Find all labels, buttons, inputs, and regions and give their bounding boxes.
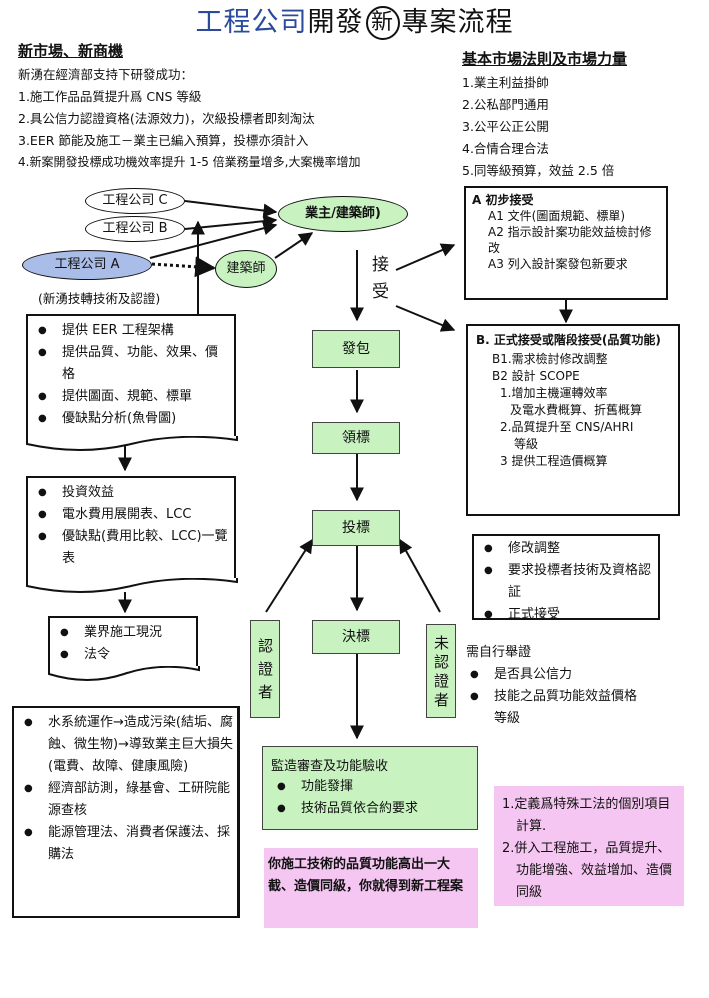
right-item: 3.公平公正公開: [462, 119, 549, 134]
company-a-note: (新湧技轉技術及認證): [38, 291, 161, 306]
left-item: 1.施工作品品質提升爲 CNS 等級: [18, 89, 202, 104]
revise-item: 正式接受: [484, 604, 654, 626]
doc1-item: 提供圖面、規範、標單: [38, 386, 230, 408]
left-item: 4.新案開發投標成功機效率提升 1-5 倍業務量增多,大案機率增加: [18, 155, 361, 169]
doc2-item: 電水費用展開表、LCC: [38, 504, 230, 526]
arrow-architect-to-owner: [274, 232, 314, 259]
doc2-item: 優缺點(費用比較、LCC)一覽表: [38, 526, 230, 570]
box-a-item: A3 列入設計案發包新要求: [488, 257, 628, 271]
box-a-item: A2 指示設計案功能效益檢討修改: [488, 225, 652, 255]
doc3-item: 業界施工現況: [60, 622, 192, 644]
uncertified-box: 未認證者: [426, 624, 456, 718]
left-box-4: 水系統運作→造成污染(結垢、腐蝕、微生物)→導致業主巨大損失(電費、故障、健康風…: [12, 706, 240, 918]
box-b-line: 3 提供工程造價概算: [500, 454, 608, 468]
doc1-wave: [26, 436, 238, 451]
company-c-node: 工程公司 C: [85, 188, 185, 214]
box-b-line: B2 設計 SCOPE: [492, 369, 580, 383]
right-heading: 基本市場法則及市場力量: [462, 50, 628, 68]
revise-item: 要求投標者技術及資格認証: [484, 560, 654, 604]
box4-item: 經濟部訪測，綠基會、工研院能源查核: [24, 778, 233, 822]
doc2-wave: [26, 578, 238, 593]
circled-character: 新: [365, 6, 400, 40]
arrow-c-to-owner: [184, 200, 278, 218]
owner-node: 業主/建築師): [278, 196, 408, 232]
doc3-item: 法令: [60, 644, 192, 666]
supervision-title: 監造審查及功能驗收: [271, 759, 389, 774]
left-doc-2: 投資效益 電水費用展開表、LCC 優缺點(費用比較、LCC)一覽表: [26, 476, 236, 580]
architect-node: 建築師: [215, 250, 277, 288]
conclusion-box: 你施工技術的品質功能高出一大截、造價同級，你就得到新工程案: [264, 848, 478, 928]
left-doc-3: 業界施工現況 法令: [48, 616, 198, 668]
right-item: 2.公私部門通用: [462, 97, 549, 112]
box-b-title: B. 正式接受或階段接受(品質功能): [476, 333, 661, 347]
revise-item: 修改調整: [484, 538, 654, 560]
flow-step-bid: 投標: [312, 510, 400, 546]
self-cert-item: 技能之品質功能效益價格等級: [470, 686, 644, 730]
flow-step-tender: 發包: [312, 330, 400, 368]
doc1-item: 優缺點分析(魚骨圖): [38, 408, 230, 430]
arrow-a-to-owner: [149, 221, 278, 259]
revise-box: 修改調整 要求投標者技術及資格認証 正式接受: [472, 534, 660, 626]
flow-step-receive-tender: 領標: [312, 422, 400, 454]
doc1-item: 提供品質、功能、效果、價格: [38, 342, 230, 386]
box-b-formal-acceptance: B. 正式接受或階段接受(品質功能) B1.需求檢討修改調整 B2 設計 SCO…: [466, 324, 680, 516]
special-method-box: 1.定義爲特殊工法的個別項目計算. 2.併入工程施工，品質提升、功能增強、效益增…: [494, 786, 684, 906]
doc1-item: 提供 EER 工程架構: [38, 320, 230, 342]
page-title: 工程公司開發新專案流程: [195, 6, 514, 40]
doc3-wave: [48, 666, 200, 681]
supervision-box: 監造審查及功能驗收 功能發揮 技術品質依合約要求: [262, 746, 478, 830]
right-item: 4.合情合理合法: [462, 141, 549, 156]
box4-item: 能源管理法、消費者保護法、採購法: [24, 822, 233, 866]
supervision-item: 技術品質依合約要求: [277, 798, 469, 820]
doc2-item: 投資效益: [38, 482, 230, 504]
arrow-uncertified-to-bid: [399, 538, 441, 613]
box-a-item: A1 文件(圖面規範、標單): [488, 209, 626, 223]
box-b-line: B1.需求檢討修改調整: [492, 352, 608, 366]
box-b-line: 及電水費概算、折舊概算: [510, 403, 643, 417]
accept-label: 接受: [368, 255, 388, 309]
special-method-item: 2.併入工程施工，品質提升、功能增強、效益增加、造價同級: [502, 841, 673, 900]
right-item: 5.同等級預算，效益 2.5 倍: [462, 163, 615, 178]
box-b-line: 2.品質提升至 CNS/AHRI: [500, 420, 634, 434]
left-heading: 新市場、新商機: [18, 42, 124, 60]
left-item: 2.具公信力認證資格(法源效力)，次級投標者即刻淘汰: [18, 111, 315, 126]
dotted-a-to-architect: [151, 256, 217, 278]
supervision-item: 功能發揮: [277, 776, 469, 798]
box-a-title: A 初步接受: [472, 193, 534, 207]
arrow-certified-to-bid: [265, 538, 313, 613]
special-method-item: 1.定義爲特殊工法的個別項目計算.: [502, 797, 671, 834]
box-b-line: 1.增加主機運轉效率: [500, 386, 608, 400]
left-intro: 新湧在經濟部支持下研發成功：: [18, 67, 194, 82]
self-cert-heading: 需自行舉證: [466, 645, 532, 660]
arrow-to-box-a: [395, 243, 456, 271]
left-doc-1: 提供 EER 工程架構 提供品質、功能、效果、價格 提供圖面、規範、標單 優缺點…: [26, 314, 236, 438]
left-item: 3.EER 節能及施工－業主已編入預算，投標亦須計入: [18, 133, 309, 148]
box4-item: 水系統運作→造成污染(結垢、腐蝕、微生物)→導致業主巨大損失(電費、故障、健康風…: [24, 712, 233, 778]
company-a-node: 工程公司 A: [22, 250, 152, 280]
self-cert-list: 是否具公信力 技能之品質功能效益價格等級: [464, 664, 644, 730]
flow-step-award: 決標: [312, 620, 400, 654]
company-b-node: 工程公司 B: [85, 216, 185, 242]
box-b-line: 等級: [514, 437, 539, 451]
self-cert-item: 是否具公信力: [470, 664, 644, 686]
right-item: 1.業主利益掛帥: [462, 75, 549, 90]
box-a-initial-acceptance: A 初步接受 A1 文件(圖面規範、標單) A2 指示設計案功能效益檢討修改 A…: [464, 186, 668, 300]
arrow-to-box-b: [395, 305, 456, 332]
certified-box: 認證者: [250, 620, 280, 718]
